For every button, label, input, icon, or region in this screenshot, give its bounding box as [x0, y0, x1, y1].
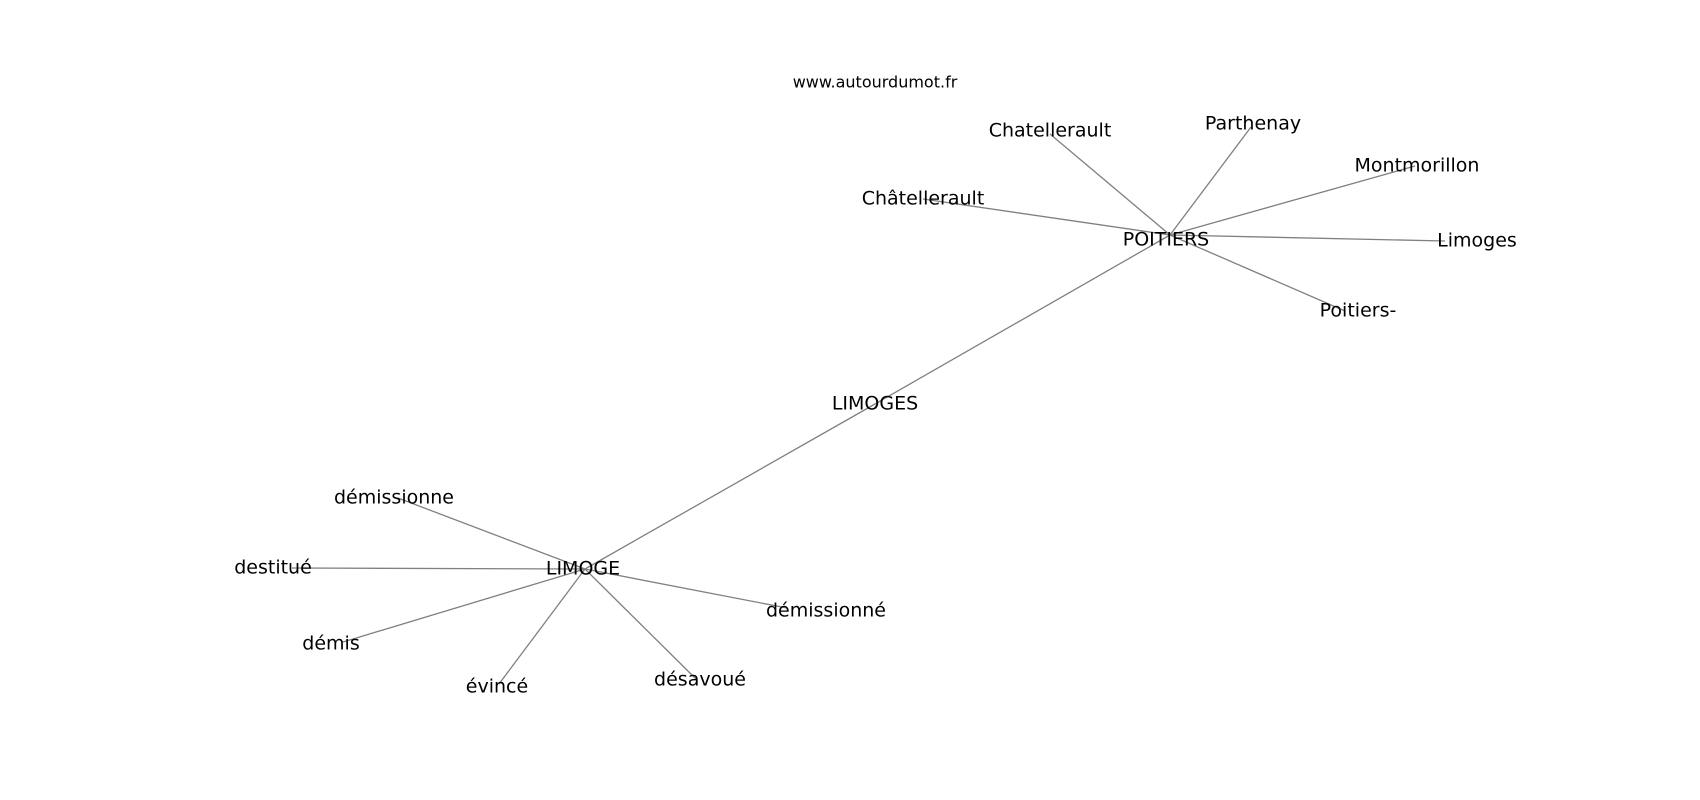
edge-limoge-demissionne — [397, 497, 586, 570]
node-label-limoges: LIMOGES — [832, 393, 918, 415]
edge-poitiers-poitiers-dash — [1169, 234, 1346, 312]
node-label-parthenay: Parthenay — [1205, 113, 1301, 135]
node-label-demissionne-accent: démissionné — [766, 600, 886, 622]
edge-poitiers-limoges — [874, 234, 1171, 405]
node-label-chatellerault-accent: Châtellerault — [862, 188, 985, 210]
node-label-limoges-lower: Limoges — [1437, 230, 1517, 252]
watermark-text: www.autourdumot.fr — [793, 73, 958, 92]
node-label-limoge: LIMOGE — [546, 558, 620, 580]
node-label-poitiers: POITIERS — [1123, 229, 1210, 251]
node-label-poitiers-dash: Poitiers- — [1320, 300, 1397, 322]
graph-edges — [291, 126, 1446, 685]
node-label-chatellerault: Chatellerault — [989, 120, 1112, 142]
edge-limoges-limoge — [584, 403, 876, 570]
node-label-destitue: destitué — [234, 557, 312, 579]
edge-limoge-evince — [498, 568, 586, 685]
edge-limoge-destitue — [291, 567, 586, 570]
node-label-montmorillon: Montmorillon — [1355, 155, 1480, 177]
edge-poitiers-chatellerault — [1049, 133, 1171, 236]
node-label-demissionne: démissionne — [334, 487, 454, 509]
edge-limoge-desavoue — [584, 568, 698, 681]
edge-limoge-demissionne-accent — [584, 568, 788, 609]
node-label-demis: démis — [302, 633, 359, 655]
edge-poitiers-chatellerault-accent — [922, 198, 1171, 236]
edge-poitiers-limoges-lower — [1169, 234, 1446, 242]
graph-nodes: LIMOGES POITIERS LIMOGE Chatellerault Parthe… — [234, 113, 1517, 698]
edge-poitiers-parthenay — [1169, 126, 1252, 236]
edge-limoge-demis — [342, 568, 586, 643]
edge-poitiers-montmorillon — [1169, 165, 1416, 236]
node-label-evince: évincé — [466, 676, 528, 698]
node-label-desavoue: désavoué — [654, 669, 746, 691]
